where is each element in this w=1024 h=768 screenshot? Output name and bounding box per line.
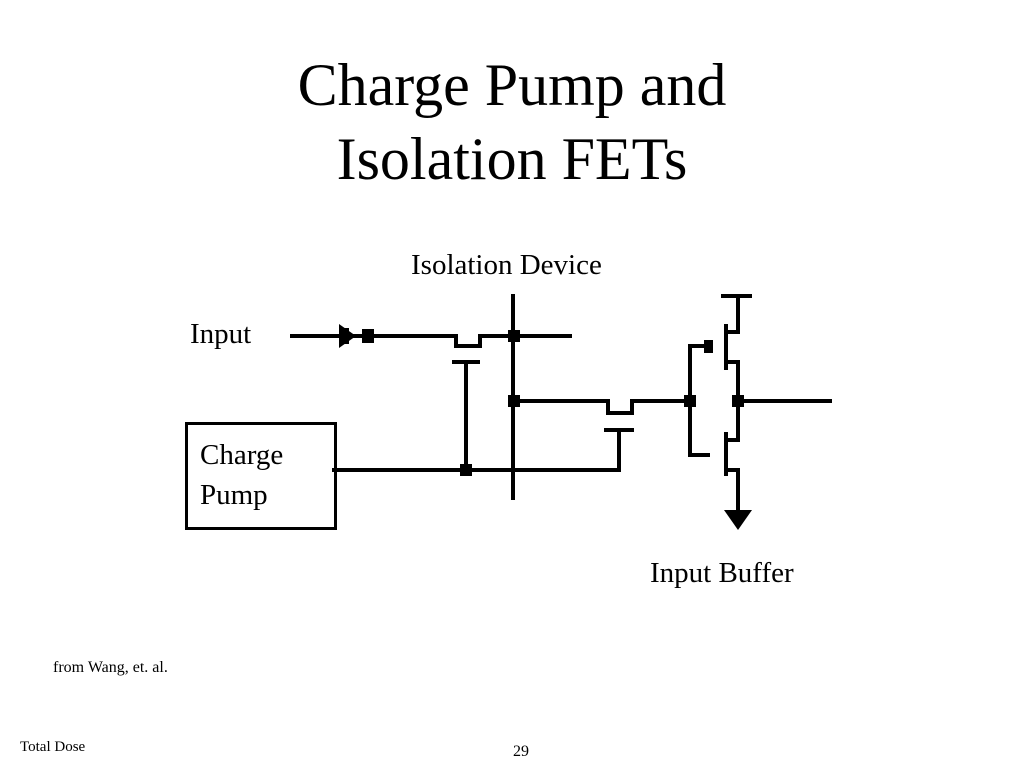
charge-pump-label-line2: Pump <box>200 479 268 511</box>
input-wire <box>290 334 572 348</box>
source-citation: from Wang, et. al. <box>53 659 168 676</box>
input-buffer-label: Input Buffer <box>650 557 794 589</box>
ground-icon <box>724 510 752 530</box>
input-label: Input <box>190 318 252 350</box>
footer-left-text: Total Dose <box>20 739 86 755</box>
charge-pump-label-line1: Charge <box>200 439 284 471</box>
isolation-device-label: Isolation Device <box>411 249 602 281</box>
junction-dot-buffer-out <box>732 395 744 407</box>
input-node-dot-1 <box>340 328 349 344</box>
pmos-channel <box>724 294 740 403</box>
nmos-channel <box>724 399 740 512</box>
junction-dot-cp <box>460 464 472 476</box>
page-number: 29 <box>513 743 529 760</box>
title-line-1: Charge Pump and <box>297 52 727 118</box>
junction-dot-mid <box>508 395 520 407</box>
input-node-dot-2 <box>362 329 374 343</box>
junction-dot-top <box>508 330 520 342</box>
slide-title: Charge Pump and Isolation FETs <box>0 48 1024 196</box>
charge-pump-block: Charge Pump <box>185 422 337 530</box>
pmos-gate-dot <box>704 340 713 353</box>
title-line-2: Isolation FETs <box>336 126 688 192</box>
junction-dot-buffer-in <box>684 395 696 407</box>
node-to-fet-2-wire <box>511 399 692 415</box>
